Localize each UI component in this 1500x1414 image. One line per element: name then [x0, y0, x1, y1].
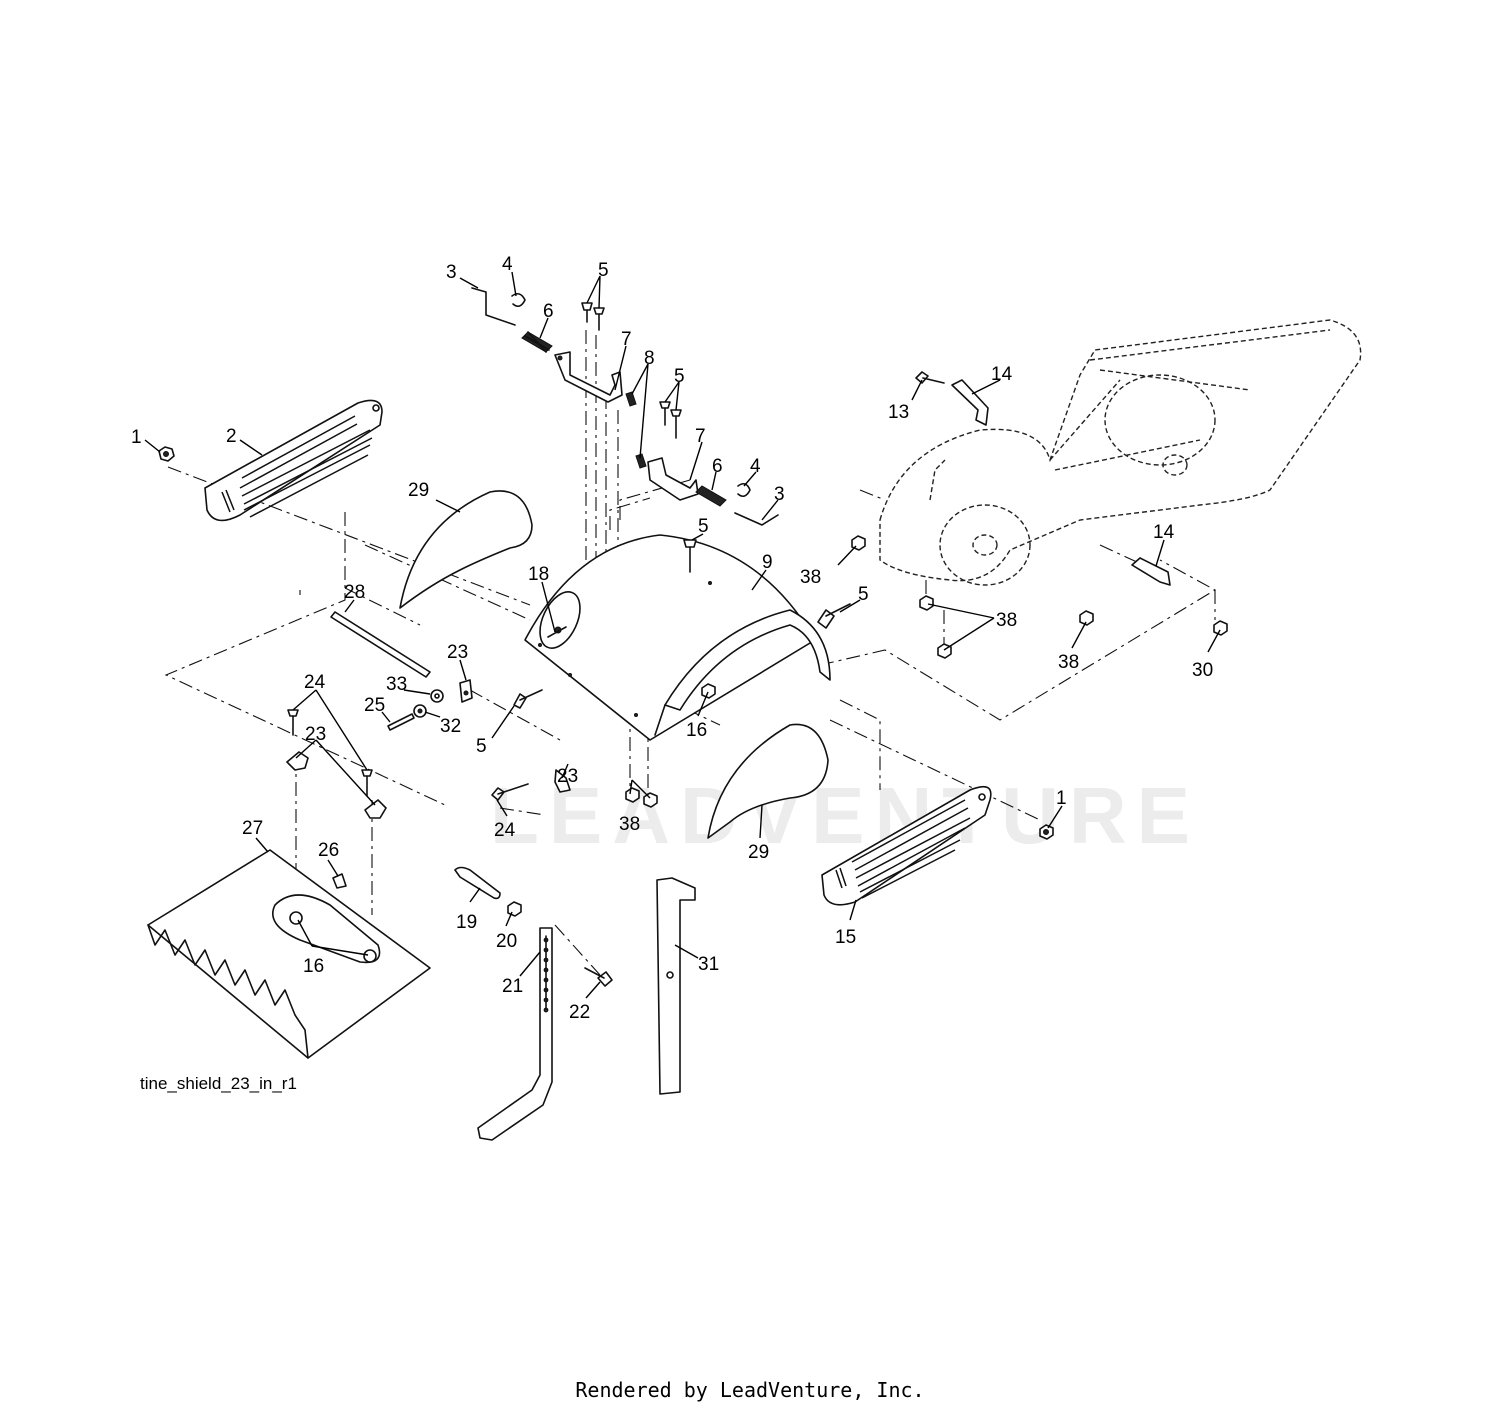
- clip-4-left: [511, 292, 526, 308]
- rod-28: [330, 611, 431, 678]
- spring-6-right: [695, 485, 727, 507]
- diagram-filename: tine_shield_23_in_r1: [140, 1074, 297, 1093]
- callout-28: 28: [344, 582, 365, 603]
- callout-19: 19: [456, 912, 477, 933]
- bracket-7-lower: [647, 457, 699, 501]
- washer-33: [430, 689, 444, 703]
- transmission-housing: [879, 319, 1362, 586]
- bracket-7-top: [554, 351, 623, 403]
- callout-7-top: 7: [621, 329, 632, 350]
- bracket-14-lower: [1131, 557, 1171, 586]
- callout-29-left: 29: [408, 480, 429, 501]
- callout-5-top: 5: [598, 260, 609, 281]
- callout-24-left: 24: [304, 672, 326, 693]
- leader-lines: [144, 271, 1221, 999]
- callout-38-right: 38: [1058, 652, 1079, 673]
- bolts-24-left: [287, 709, 373, 797]
- callout-21: 21: [502, 976, 523, 997]
- bolt-5-right: [817, 603, 851, 629]
- nuts-38-middle: [625, 787, 658, 808]
- bolt-13: [915, 371, 945, 384]
- callout-8: 8: [644, 348, 655, 369]
- pin-25: [387, 713, 415, 731]
- callout-29-right: 29: [748, 842, 769, 863]
- side-flap-29-right: [707, 723, 829, 839]
- side-flap-29-left: [399, 490, 533, 609]
- callout-16-dragbar: 16: [303, 956, 324, 977]
- spring-18: [547, 626, 567, 638]
- clip-4-right: [737, 482, 751, 498]
- pin-19: [454, 866, 501, 900]
- callout-27: 27: [242, 818, 263, 839]
- callout-5-mid: 5: [674, 366, 685, 387]
- callout-2: 2: [226, 426, 237, 447]
- callout-33: 33: [386, 674, 407, 695]
- brackets-23-left: [286, 751, 387, 819]
- callout-23-upper: 23: [447, 642, 468, 663]
- callout-31: 31: [698, 954, 719, 975]
- callout-14-upper: 14: [991, 364, 1013, 385]
- side-plate-15: [821, 785, 992, 906]
- callout-4-left: 4: [502, 254, 513, 275]
- callout-16-middle: 16: [686, 720, 707, 741]
- bolts-5-top: [581, 302, 605, 331]
- callout-3-right: 3: [774, 484, 785, 505]
- bolts-5-mid: [659, 401, 682, 439]
- callout-22: 22: [569, 1002, 590, 1023]
- callout-14-lower: 14: [1153, 522, 1175, 543]
- callout-23-middle: 23: [557, 766, 578, 787]
- side-plate-2: [204, 399, 383, 522]
- nut-30: [1213, 620, 1228, 636]
- callout-5-right: 5: [858, 584, 869, 605]
- callout-18: 18: [528, 564, 549, 585]
- callout-6-left: 6: [543, 301, 554, 322]
- bar-31: [656, 877, 696, 1095]
- latch-rod-3-left: [471, 287, 516, 326]
- bolt-22: [584, 967, 613, 987]
- callout-7-lower: 7: [695, 426, 706, 447]
- callout-9: 9: [762, 552, 773, 573]
- spring-8-upper: [625, 391, 637, 407]
- callout-4-right: 4: [750, 456, 761, 477]
- nuts-38-right: [851, 535, 1094, 659]
- bracket-23-upper: [459, 679, 473, 703]
- nut-32: [413, 704, 427, 718]
- callout-15: 15: [835, 927, 856, 948]
- callout-23-left: 23: [305, 724, 326, 745]
- spring-8-lower: [635, 453, 647, 469]
- callout-32: 32: [440, 716, 461, 737]
- callout-30: 30: [1192, 660, 1213, 681]
- part-26: [332, 873, 347, 889]
- nut-20: [507, 901, 522, 917]
- callout-38-housing: 38: [800, 567, 821, 588]
- nut-1-left: [158, 446, 175, 462]
- callout-5-left: 5: [476, 736, 487, 757]
- callout-3-left: 3: [446, 262, 457, 283]
- callout-38-center: 38: [996, 610, 1017, 631]
- spring-6-left: [521, 331, 553, 353]
- callout-24-middle: 24: [494, 820, 516, 841]
- callout-13: 13: [888, 402, 909, 423]
- callout-26: 26: [318, 840, 339, 861]
- callout-1-left: 1: [131, 427, 142, 448]
- callout-1-right: 1: [1056, 788, 1067, 809]
- bracket-14-upper: [951, 379, 989, 426]
- callout-38-middle: 38: [619, 814, 640, 835]
- bolt-24-middle: [491, 783, 529, 801]
- depth-bar-21: [477, 927, 553, 1141]
- latch-rod-3-right: [734, 512, 779, 526]
- nut-1-right: [1039, 824, 1054, 840]
- nut-16-middle: [701, 683, 716, 699]
- callout-6-right: 6: [712, 456, 723, 477]
- callout-labels: 1 2 3 4 5 6 7 8 5 7 6 4 3 29 5 18 9 28 5…: [131, 254, 1213, 1023]
- bolt-5-left: [513, 689, 543, 709]
- bracket-23-middle: [554, 769, 571, 793]
- callout-20: 20: [496, 931, 517, 952]
- callout-5-shield: 5: [698, 516, 709, 537]
- render-credit: Rendered by LeadVenture, Inc.: [575, 1378, 925, 1402]
- callout-25: 25: [364, 695, 385, 716]
- drag-bar-27: [147, 849, 431, 1059]
- tine-shield-9: [524, 534, 831, 741]
